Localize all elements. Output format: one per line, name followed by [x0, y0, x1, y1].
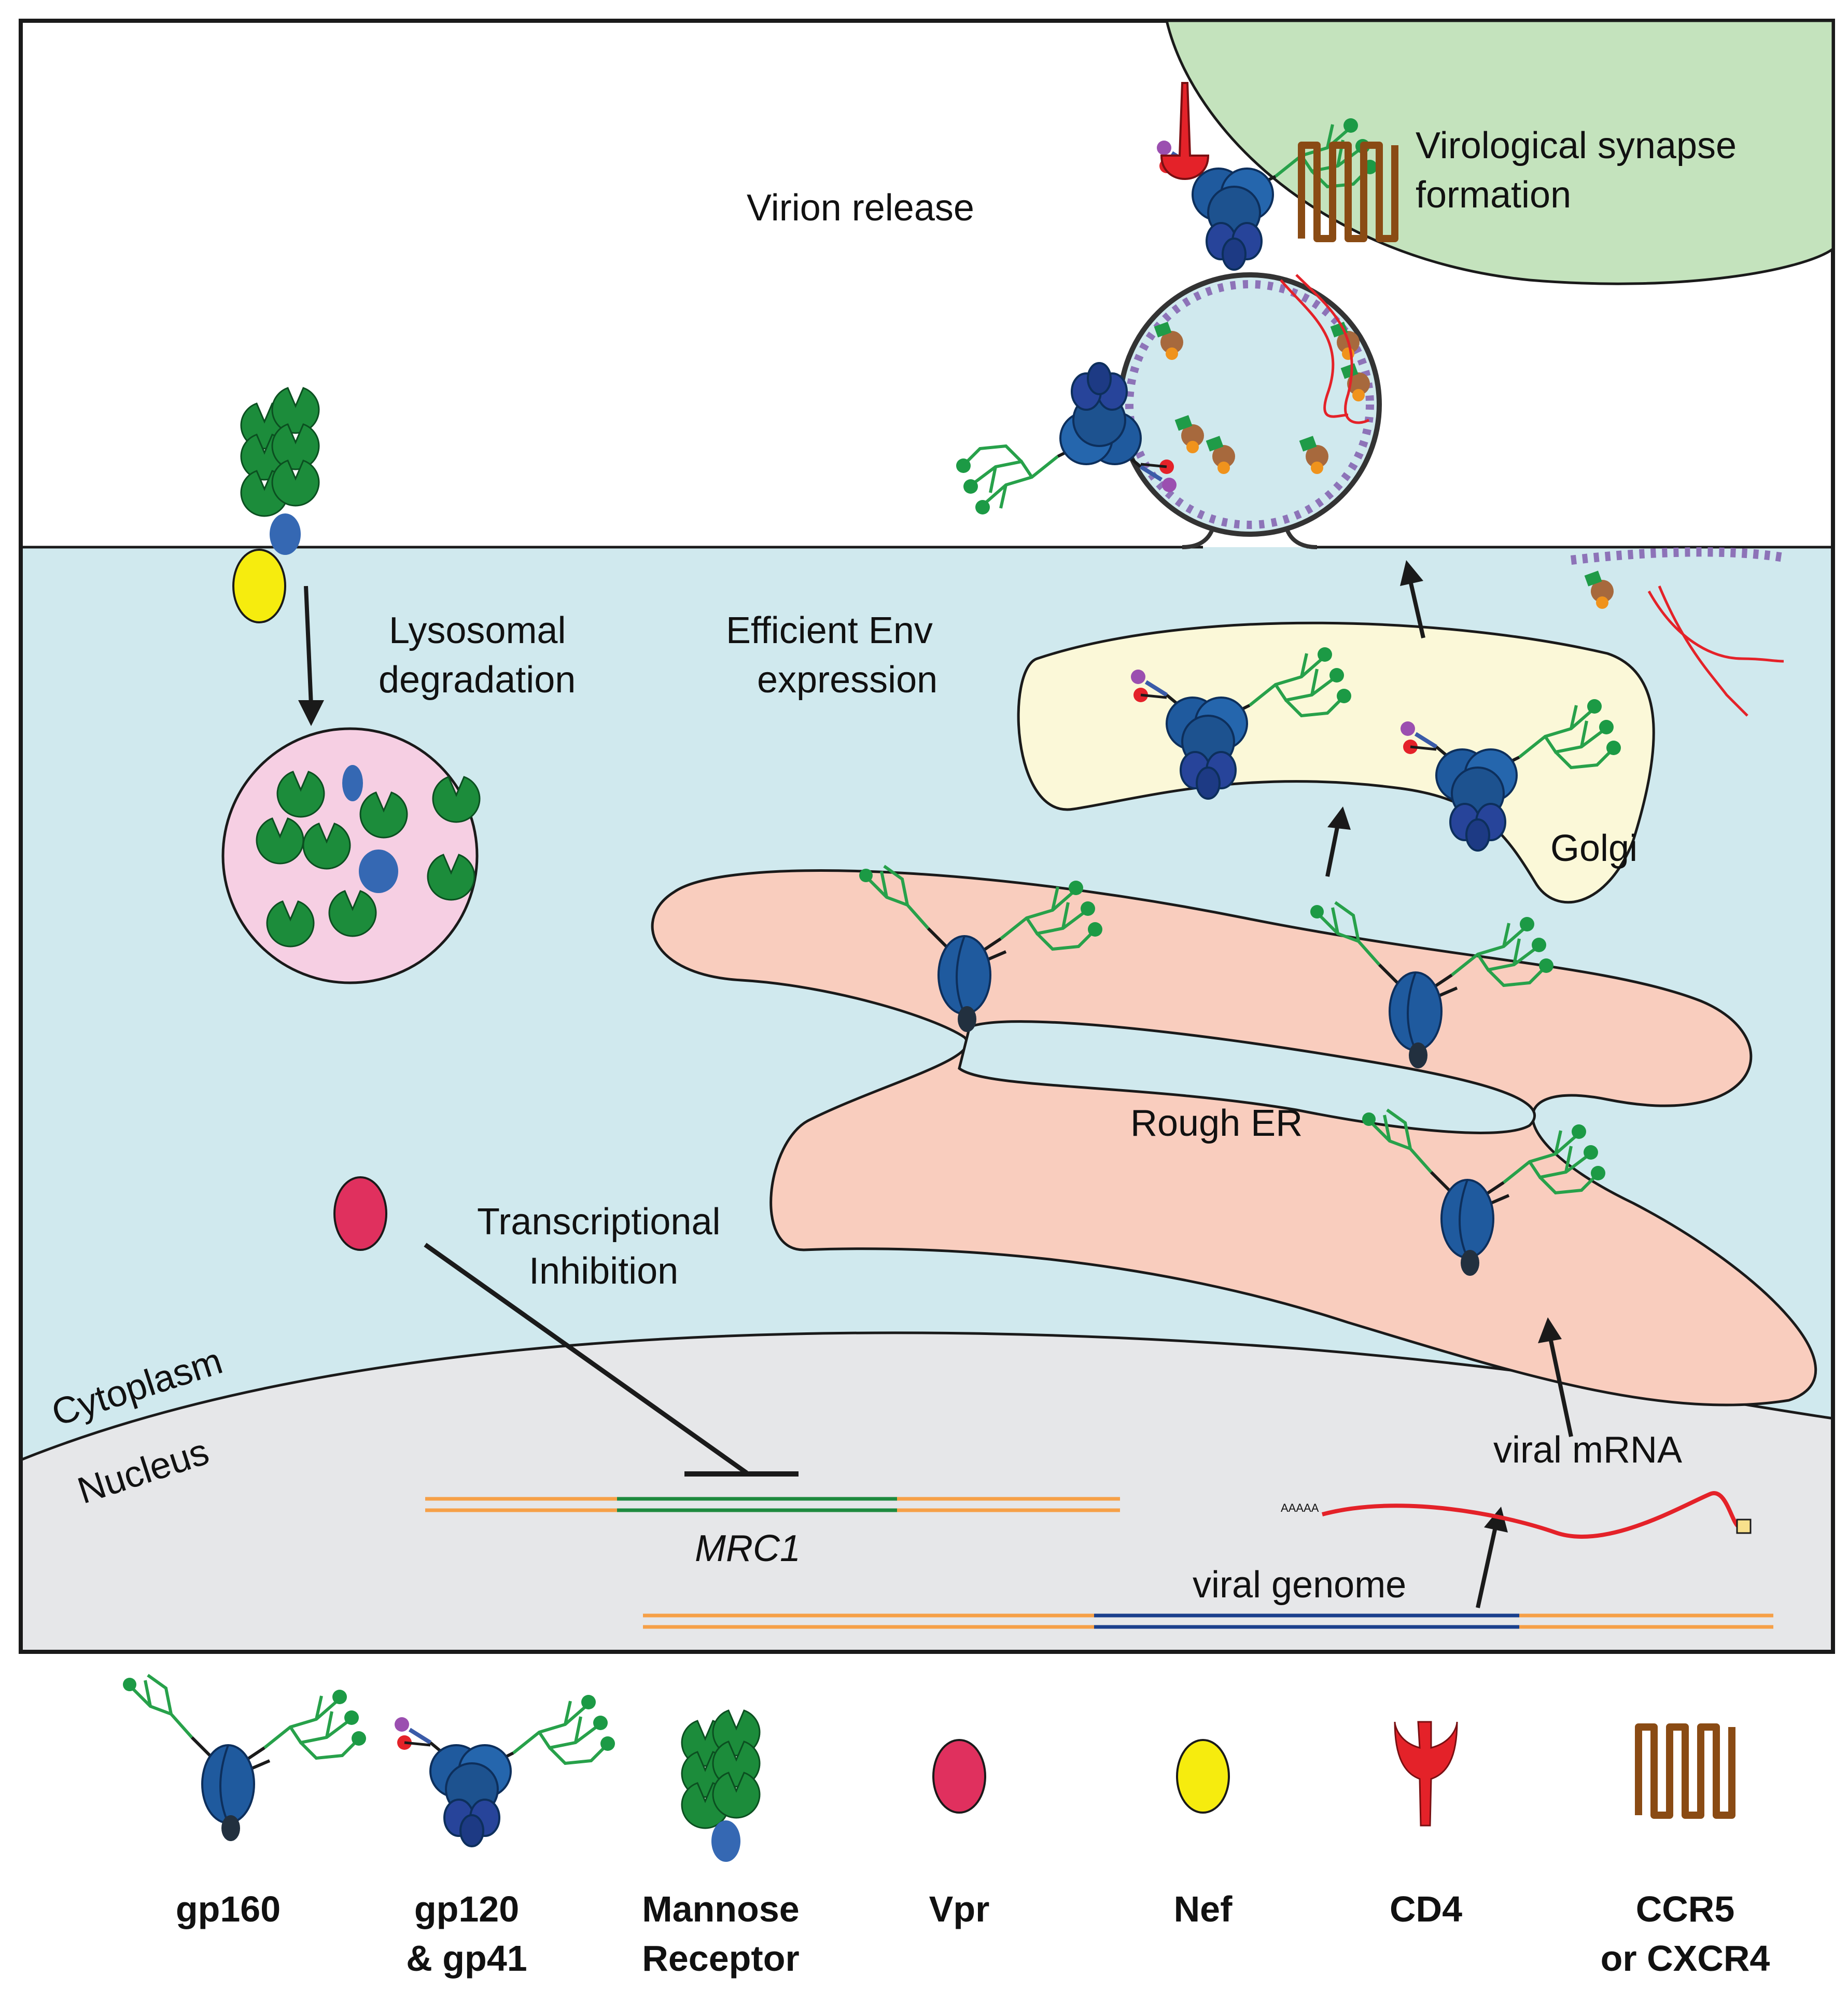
legend-mannose-label-line2: Receptor [642, 1938, 799, 1979]
vpr-particle [333, 1176, 387, 1251]
mannose-receptor-membrane [240, 387, 320, 555]
legend-nef-icon [1176, 1739, 1230, 1814]
legend-ccr5-label-line1: CCR5 [1636, 1889, 1735, 1929]
host-dna-mrc1 [425, 1497, 1120, 1512]
figure-frame [19, 19, 1835, 1654]
legend [123, 1675, 1735, 1862]
lysosome [221, 727, 481, 984]
legend-vpr-icon [932, 1739, 986, 1814]
rough-er [651, 869, 1817, 1407]
arrow-mrna-to-er [1548, 1338, 1573, 1437]
legend-mannose-label-line1: Mannose [642, 1889, 799, 1929]
transcriptional-label-line2: Inhibition [529, 1250, 678, 1292]
coreceptor-on-synapse [1298, 142, 1398, 242]
env-expression-label-line2: expression [757, 659, 937, 701]
synapse-label-line1: Virological synapse [1416, 125, 1737, 166]
arrowhead-genome [1484, 1507, 1508, 1533]
nef-at-membrane [232, 549, 286, 623]
integrated-viral-genome [643, 1613, 1773, 1629]
legend-nef-label: Nef [1174, 1889, 1233, 1929]
virion-release-label: Virion release [747, 187, 974, 229]
polya-tail: AAAAA [1281, 1501, 1319, 1514]
arrow-er-to-golgi [1325, 824, 1340, 877]
env-expression-label-line1: Efficient Env [726, 610, 933, 651]
legend-cd4-icon [1394, 1721, 1458, 1827]
cd4-on-synapse [1160, 82, 1210, 180]
legend-gp120-gp41-icon [395, 1695, 615, 1846]
golgi [1017, 621, 1655, 904]
viral-mrna-label: viral mRNA [1493, 1429, 1682, 1471]
arrowhead-lysosome [298, 700, 324, 726]
legend-cd4-label: CD4 [1390, 1889, 1462, 1929]
arrowhead-mrna [1538, 1317, 1562, 1343]
golgi-label: Golgi [1550, 828, 1637, 869]
gag-assembly-patch [1570, 547, 1785, 717]
legend-gp160-label: gp160 [176, 1889, 281, 1929]
rough-er-lumen-gap [958, 1020, 1536, 1134]
viral-genome-label: viral genome [1193, 1564, 1406, 1606]
arrowhead-golgi [1400, 560, 1423, 586]
arrow-genome-to-mrna [1476, 1524, 1498, 1608]
legend-coreceptor-icon [1635, 1723, 1735, 1819]
arrow-to-lysosome [304, 586, 313, 706]
legend-ccr5-label-line2: or CXCR4 [1601, 1938, 1770, 1979]
transcriptional-label-line1: Transcriptional [477, 1201, 721, 1243]
legend-gp120-label-line2: & gp41 [406, 1938, 527, 1979]
legend-gp120-label-line1: gp120 [414, 1889, 519, 1929]
arrow-golgi-to-membrane [1408, 580, 1425, 638]
legend-gp160-icon [123, 1675, 366, 1841]
rough-er-label: Rough ER [1130, 1103, 1303, 1144]
synapse-label-line2: formation [1416, 174, 1571, 216]
mrna-cap [1736, 1519, 1752, 1534]
mrc1-gene-label: MRC1 [695, 1528, 801, 1569]
lysosomal-label-line2: degradation [379, 659, 576, 701]
lysosomal-label-line1: Lysosomal [389, 610, 566, 651]
inhibition-line [424, 1243, 748, 1475]
viral-mrna [1321, 1491, 1741, 1539]
legend-vpr-label: Vpr [929, 1889, 990, 1929]
legend-mannose-receptor-icon [681, 1709, 761, 1862]
arrowhead-er [1327, 806, 1351, 830]
